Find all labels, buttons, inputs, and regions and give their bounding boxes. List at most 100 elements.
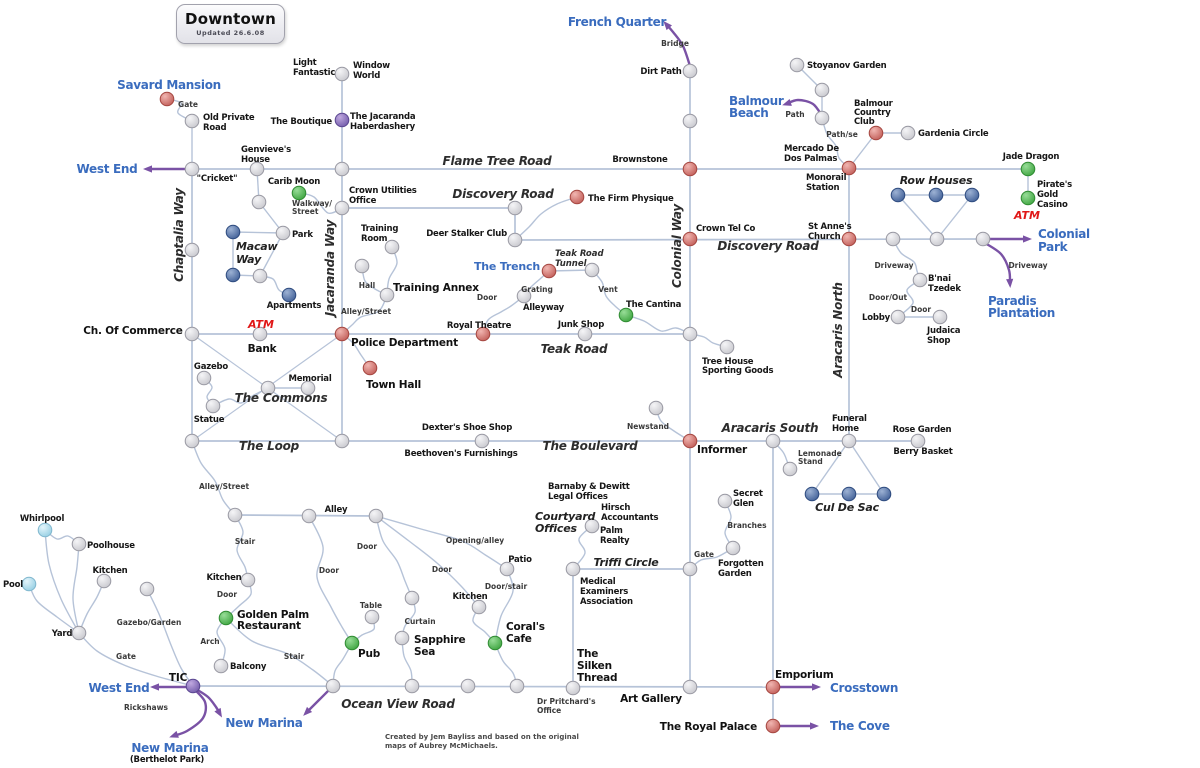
map-label: Examiners xyxy=(580,587,628,597)
map-label: Medical xyxy=(580,577,616,587)
map-label: Light xyxy=(293,58,317,68)
map-label: Crown Utilities xyxy=(349,186,417,196)
map-node-gardenia-circle xyxy=(900,125,916,141)
map-node-cul-de-sac-2 xyxy=(841,486,857,502)
map-label: Dexter's Shoe Shop xyxy=(422,423,512,433)
map-node-patio xyxy=(499,561,515,577)
map-node-jacaranda-haberdashery xyxy=(334,112,350,128)
map-node-ocean-view-4 xyxy=(509,678,525,694)
map-label: Dos Palmas xyxy=(784,154,837,164)
map-edge xyxy=(375,515,508,570)
map-edge xyxy=(78,580,105,634)
map-node-the-cantina xyxy=(618,307,634,323)
map-label: Door xyxy=(432,565,453,574)
map-label: Deer Stalker Club xyxy=(426,229,507,239)
map-label: Aracaris South xyxy=(721,421,819,435)
credit-line-1: Created by Jem Bayliss and based on the … xyxy=(385,733,579,741)
map-node-window-world xyxy=(334,66,350,82)
map-label: Sporting Goods xyxy=(702,366,773,376)
map-label: Patio xyxy=(508,555,532,565)
map-edge xyxy=(212,387,269,407)
map-label: Home xyxy=(832,424,859,434)
map-node-row-houses-3 xyxy=(964,187,980,203)
map-node-teak-colonial-junction xyxy=(682,326,698,342)
exit-arrowhead-west-end-bottom xyxy=(150,683,159,691)
map-label: Vent xyxy=(598,285,618,294)
map-node-old-private-road xyxy=(184,113,200,129)
map-node-the-firm-physique xyxy=(569,189,585,205)
map-label: Pool xyxy=(3,580,23,590)
map-label: Paradis xyxy=(988,294,1036,308)
map-label: Door xyxy=(319,566,340,575)
map-label: Discovery Road xyxy=(717,239,819,253)
map-label: The Cantina xyxy=(626,300,682,310)
exit-arrowhead-new-marina-tic xyxy=(214,707,222,718)
map-node-courtyard-offices xyxy=(584,518,600,534)
map-label: House xyxy=(241,155,270,165)
map-label: Room xyxy=(361,234,388,244)
map-node-whirlpool xyxy=(37,522,53,538)
map-label: Colonial Way xyxy=(670,203,684,288)
map-label: Rose Garden xyxy=(893,425,952,435)
map-label: Office xyxy=(349,196,377,206)
map-label: Alley xyxy=(325,505,348,515)
map-label: Hirsch xyxy=(601,503,630,513)
map-node-cul-de-sac-1 xyxy=(804,486,820,502)
map-label: Gazebo/Garden xyxy=(117,618,182,627)
map-node-genvieves-house xyxy=(249,161,265,177)
map-node-macaw-way-1 xyxy=(225,224,241,240)
map-label: Park xyxy=(292,230,313,240)
exit-arrowhead-crosstown xyxy=(812,683,821,691)
map-label: Tree House xyxy=(702,357,754,367)
map-node-ocean-view-1 xyxy=(325,678,341,694)
map-node-chaptalia-way-node xyxy=(184,242,200,258)
map-label: Lobby xyxy=(862,313,891,323)
map-label: Alleyway xyxy=(523,303,565,313)
map-edge xyxy=(192,685,774,688)
map-label: Memorial xyxy=(288,374,331,384)
map-label: Dr Pritchard's xyxy=(537,697,596,706)
map-edge xyxy=(401,637,413,687)
map-label: Station xyxy=(806,183,840,193)
map-label: Curtain xyxy=(404,617,435,626)
map-label: Haberdashery xyxy=(350,122,416,132)
map-label: Flame Tree Road xyxy=(442,154,552,168)
map-label: Genvieve's xyxy=(241,145,291,155)
map-label: Office xyxy=(537,706,561,715)
map-node-ch-of-commerce xyxy=(184,326,200,342)
map-label: Old Private xyxy=(203,113,255,123)
map-node-colonial-park-junction xyxy=(975,231,991,247)
map-label: Mercado De xyxy=(784,144,839,154)
map-label: Training Annex xyxy=(393,282,479,294)
map-edge xyxy=(308,515,353,644)
map-edge xyxy=(514,196,578,241)
map-edge xyxy=(216,617,227,667)
map-edge xyxy=(724,500,734,549)
map-label: Stair xyxy=(284,652,305,661)
map-label: Accountants xyxy=(601,513,659,523)
map-label: Kitchen xyxy=(452,592,487,602)
map-label: Street xyxy=(292,207,319,216)
map-label: Realty xyxy=(600,536,630,546)
map-label: Courtyard xyxy=(535,510,596,523)
map-label: Informer xyxy=(697,444,748,456)
map-label: Brownstone xyxy=(612,155,668,165)
map-node-art-gallery xyxy=(682,679,698,695)
map-node-macaw-way-3 xyxy=(252,268,268,284)
map-node-training-annex xyxy=(379,287,395,303)
map-node-lemonade-stand xyxy=(782,461,798,477)
exit-arrow-balmour-beach xyxy=(784,98,824,118)
map-label: Macaw xyxy=(236,240,279,253)
map-node-silken-thread xyxy=(565,680,581,696)
map-node-macaw-way-2 xyxy=(225,267,241,283)
map-node-apartments xyxy=(281,287,297,303)
map-edge xyxy=(341,294,388,335)
map-label: Judaica xyxy=(926,326,961,336)
map-label: Gazebo xyxy=(194,362,229,372)
map-label: Path/se xyxy=(826,130,858,139)
map-node-medical-examiners-association xyxy=(565,561,581,577)
map-node-the-trench xyxy=(541,263,557,279)
map-node-alleyway xyxy=(516,288,532,304)
map-label: Thread xyxy=(577,672,617,684)
